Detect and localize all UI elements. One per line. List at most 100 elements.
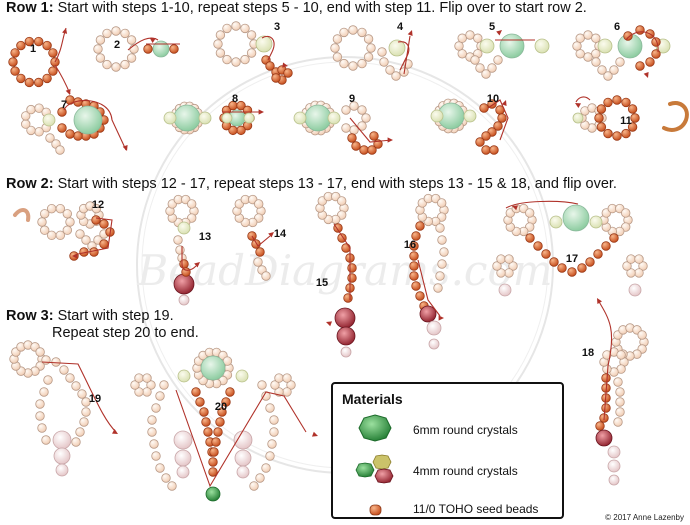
crystal-4mm-pink xyxy=(608,474,620,486)
seed-bead-highlighted xyxy=(621,97,631,108)
seed-bead-highlighted xyxy=(42,40,52,51)
crystal-6mm xyxy=(562,204,590,232)
crystal-4mm-pink xyxy=(176,465,190,479)
seed-bead xyxy=(504,254,514,264)
seed-bead-highlighted xyxy=(557,263,567,273)
seed-bead xyxy=(613,417,623,427)
seed-bead xyxy=(77,389,87,399)
seed-bead-highlighted xyxy=(630,113,640,123)
seed-bead xyxy=(65,373,75,383)
crystal-4mm-lime xyxy=(430,109,444,123)
seed-bead xyxy=(39,209,50,219)
seed-bead xyxy=(613,377,623,387)
seed-bead-highlighted xyxy=(91,215,101,225)
step-number-1: 1 xyxy=(30,43,36,55)
seed-bead xyxy=(126,53,137,63)
seed-bead xyxy=(51,357,61,367)
crystal-4mm-lime xyxy=(479,38,495,54)
seed-bead xyxy=(261,463,271,473)
crystal-4mm-pink xyxy=(53,447,71,465)
thread-arrow xyxy=(407,30,413,36)
seed-bead-highlighted xyxy=(347,133,357,143)
seed-bead-highlighted xyxy=(179,259,189,269)
crystal-4mm-pink xyxy=(178,294,190,306)
seed-bead xyxy=(46,203,57,214)
seed-bead-highlighted xyxy=(208,467,218,477)
seed-bead xyxy=(173,235,183,245)
seed-bead xyxy=(62,225,73,235)
green-crystal-icon xyxy=(358,414,392,442)
seed-bead xyxy=(267,439,277,449)
crystal-4mm-pink xyxy=(426,320,442,336)
seed-bead xyxy=(249,481,259,491)
crystal-4mm-lime xyxy=(327,111,341,125)
thread-path xyxy=(575,96,591,103)
seed-bead xyxy=(79,417,89,427)
seed-bead-highlighted xyxy=(609,233,619,243)
crystal-4mm-pink xyxy=(340,346,352,358)
seed-bead xyxy=(75,229,85,239)
row-3-text: Start with step 19. xyxy=(57,308,174,324)
seed-bead xyxy=(339,27,349,38)
step-number-12: 12 xyxy=(92,199,104,211)
seed-bead-highlighted xyxy=(533,241,543,251)
seed-bead xyxy=(282,373,292,383)
row-3-instruction: Row 3: Start with step 19. xyxy=(6,308,174,325)
seed-bead xyxy=(583,52,593,62)
seed-bead xyxy=(274,373,284,383)
seed-bead-highlighted xyxy=(271,73,281,83)
thread-arrow xyxy=(150,38,156,43)
seed-bead xyxy=(385,65,395,75)
crystal-4mm-lime xyxy=(177,369,191,383)
seed-bead xyxy=(213,39,223,49)
seed-bead xyxy=(366,43,376,53)
seed-bead xyxy=(35,411,45,421)
seed-bead-highlighted xyxy=(409,261,419,271)
seed-bead xyxy=(634,268,644,278)
seed-bead-highlighted xyxy=(236,100,246,111)
crystal-4mm-pink xyxy=(233,430,253,450)
seed-bead xyxy=(508,261,518,271)
thread-arrow xyxy=(65,89,71,95)
seed-bead xyxy=(583,30,593,40)
seed-bead-highlighted xyxy=(481,131,491,141)
thread-path xyxy=(487,99,509,141)
seed-bead xyxy=(337,196,347,206)
seed-bead xyxy=(21,119,31,129)
seed-bead xyxy=(597,65,607,75)
crystal-4mm-lime xyxy=(589,215,603,229)
seed-bead xyxy=(330,43,340,53)
step-number-9: 9 xyxy=(349,93,355,105)
seed-bead-highlighted xyxy=(567,267,577,277)
seed-bead-highlighted xyxy=(217,407,227,417)
thread-path xyxy=(181,246,197,271)
seed-bead-highlighted xyxy=(585,257,595,267)
seed-bead xyxy=(159,380,169,390)
seed-bead xyxy=(465,30,475,40)
seed-bead xyxy=(26,125,36,136)
seed-bead xyxy=(75,427,85,437)
crystal-4mm-red xyxy=(173,273,195,295)
seed-bead-highlighted xyxy=(601,373,611,383)
thread-hook xyxy=(13,208,31,222)
thread-path xyxy=(625,31,659,53)
crystal-4mm-lime xyxy=(235,369,249,383)
seed-bead xyxy=(246,48,257,58)
seed-bead xyxy=(504,268,514,278)
seed-bead xyxy=(615,387,625,397)
seed-bead xyxy=(437,235,447,245)
crystal-4mm-pink xyxy=(173,430,193,450)
seed-bead-highlighted xyxy=(209,447,219,457)
seed-bead xyxy=(634,254,644,264)
crystal-4mm-pink xyxy=(234,449,252,467)
thread-arrow xyxy=(438,315,444,321)
seed-bead xyxy=(379,57,389,67)
seed-bead-highlighted xyxy=(199,407,209,417)
thread-path xyxy=(261,35,275,61)
seed-bead xyxy=(253,257,263,267)
thread-arrow xyxy=(643,72,649,78)
seed-bead-highlighted xyxy=(351,141,361,151)
seed-bead xyxy=(457,33,467,43)
step-number-6: 6 xyxy=(614,21,620,33)
crystal-4mm-pink xyxy=(628,283,642,297)
